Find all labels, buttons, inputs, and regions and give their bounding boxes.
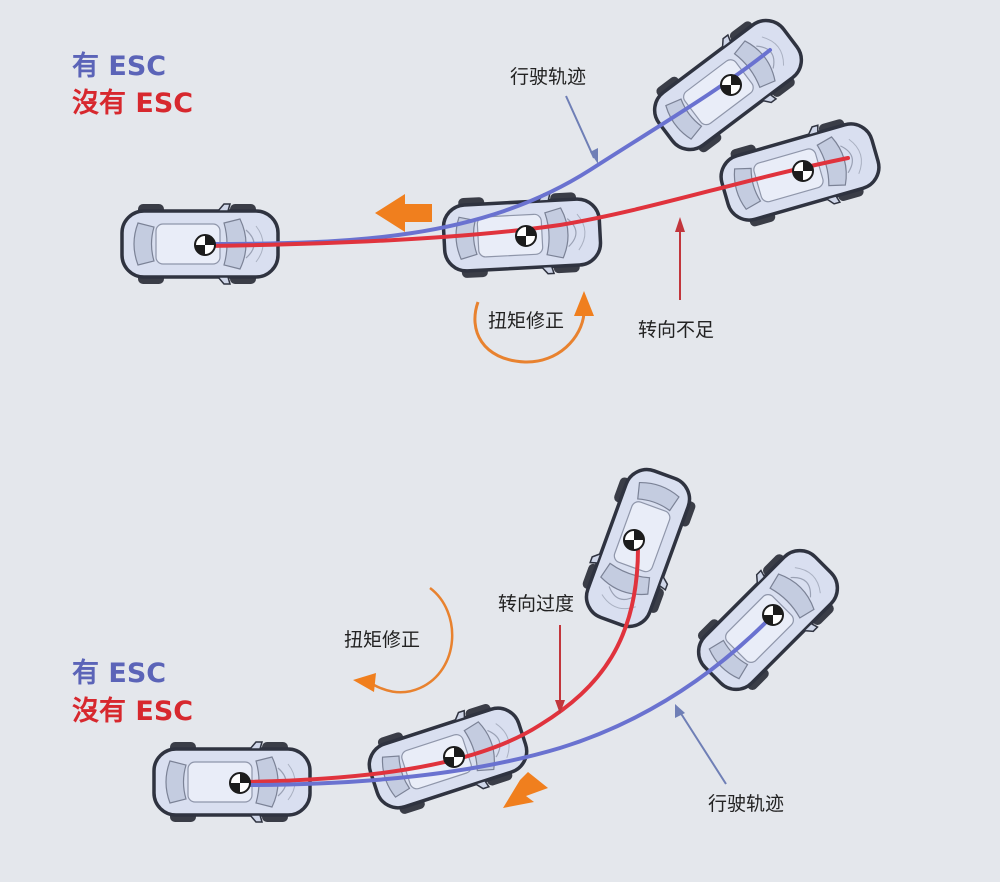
oversteer-panel: 有 ESC 沒有 ESC 转向过度 扭矩修正 行驶轨迹 bbox=[72, 459, 854, 824]
legend-with-esc: 有 ESC bbox=[72, 658, 166, 689]
legend-without-esc: 沒有 ESC bbox=[72, 88, 193, 119]
path-without-esc bbox=[240, 546, 640, 784]
legend-with-esc: 有 ESC bbox=[72, 51, 166, 82]
torque-arrow-icon bbox=[473, 301, 586, 364]
label-torque-correction: 扭矩修正 bbox=[344, 629, 420, 651]
path-with-esc bbox=[240, 610, 778, 787]
label-understeer: 转向不足 bbox=[638, 319, 714, 341]
label-driving-path: 行驶轨迹 bbox=[510, 66, 586, 88]
label-oversteer: 转向过度 bbox=[498, 593, 574, 615]
label-driving-path: 行驶轨迹 bbox=[708, 793, 784, 815]
path-without-esc bbox=[203, 156, 850, 248]
torque-arrow-icon bbox=[371, 587, 454, 694]
direction-arrow-icon bbox=[375, 194, 432, 232]
legend-without-esc: 沒有 ESC bbox=[72, 696, 193, 727]
understeer-panel: 有 ESC 沒有 ESC 行驶轨迹 扭矩修正 转向不足 bbox=[72, 4, 888, 364]
label-torque-correction: 扭矩修正 bbox=[488, 310, 564, 332]
direction-arrow-icon bbox=[503, 772, 548, 808]
